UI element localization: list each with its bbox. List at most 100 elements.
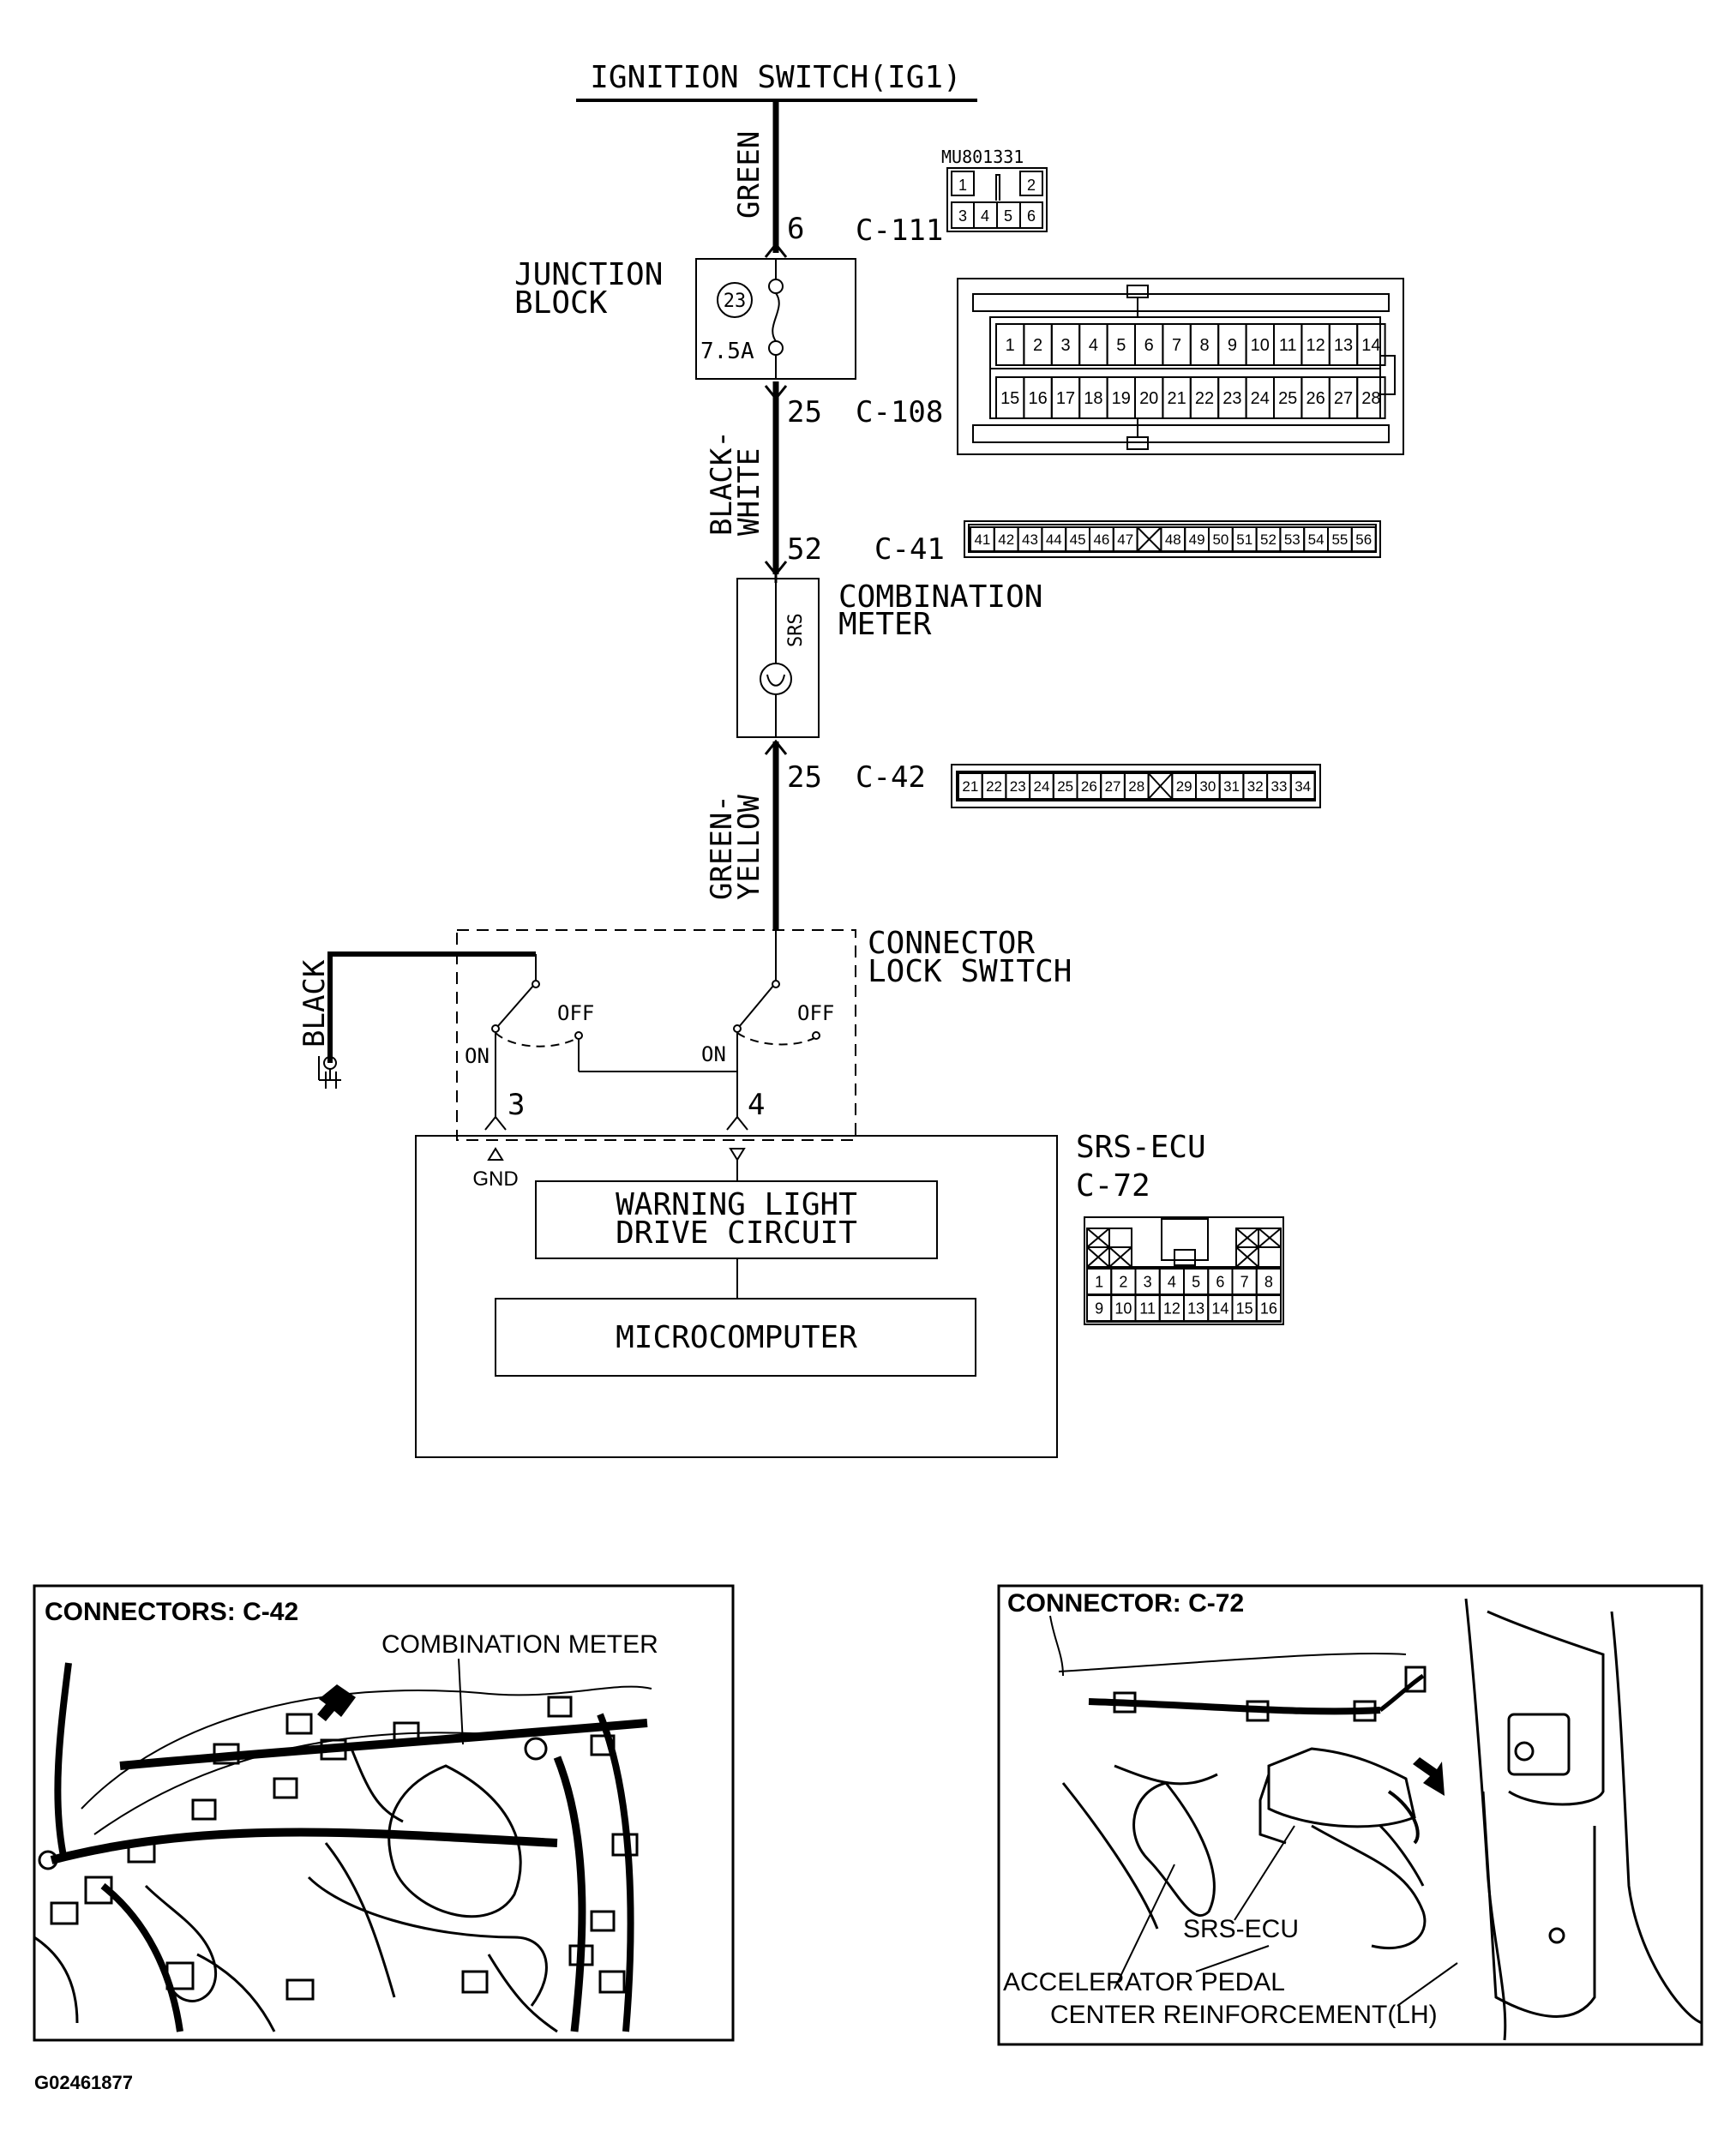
c41-pin-label: 49 — [1189, 531, 1205, 548]
c42-pin-label: 31 — [1223, 778, 1240, 795]
lock-switch-left — [491, 954, 583, 1119]
c108-cell — [1356, 376, 1386, 419]
c41-pin-label: 44 — [1046, 531, 1062, 548]
c111-cell: 2 — [1027, 177, 1036, 194]
c42-id: C-42 — [856, 760, 926, 795]
lock-switch-dashed-box — [456, 929, 856, 1141]
ground-icon — [318, 1056, 341, 1081]
c42-pin-label: 27 — [1105, 778, 1121, 795]
c41-pin-label: 53 — [1284, 531, 1300, 548]
c108-pin-label: 1 — [1006, 336, 1015, 355]
c42-pin-label: 22 — [986, 778, 1002, 795]
c41-pin-label: 52 — [1260, 531, 1276, 548]
srs-ecu-location-illustration — [1049, 1598, 1703, 2041]
srs-ecu-connector-label: C-72 — [1076, 1168, 1150, 1204]
fuse-number: 23 — [724, 291, 747, 312]
c108-pin-label: 15 — [1000, 389, 1019, 408]
c41-pin-label: 43 — [1022, 531, 1038, 548]
left-panel-callout: COMBINATION METER — [381, 1630, 658, 1659]
c108-pin-label: 17 — [1056, 389, 1075, 408]
c108-pin-label: 28 — [1361, 389, 1380, 408]
c108-pin-label: 22 — [1195, 389, 1214, 408]
c108-pin-label: 13 — [1334, 336, 1353, 355]
arrow-pointer-icon — [1413, 1757, 1445, 1796]
figure-id: G02461877 — [34, 2072, 133, 2093]
c72-pin-label: 7 — [1240, 1273, 1249, 1290]
c41-pin-label: 51 — [1236, 531, 1252, 548]
c72-pin-label: 12 — [1163, 1300, 1180, 1317]
wire-label-green-2: GREEN- — [705, 795, 739, 900]
c108-pin-label: 7 — [1172, 336, 1181, 355]
right-location-panel: CONNECTOR: C-72 — [997, 1584, 1703, 2046]
lock-switch-label-1: CONNECTOR — [868, 926, 1035, 961]
switch-on-label-left: ON — [465, 1044, 490, 1068]
fuse-number-circle — [717, 282, 753, 318]
c72-pin-label: 15 — [1236, 1300, 1253, 1317]
c108-pin-label: 12 — [1306, 336, 1325, 355]
c108-pin-marker — [764, 385, 788, 401]
c108-pin-label: 8 — [1199, 336, 1209, 355]
lock-pin-3: 3 — [508, 1088, 525, 1122]
microcomputer-label: MICROCOMPUTER — [616, 1320, 857, 1355]
junction-label-2: BLOCK — [514, 285, 608, 321]
srs-ecu-box — [415, 1135, 1058, 1458]
switch-off-label-right: OFF — [797, 1001, 834, 1025]
c108-pin-label: 25 — [1278, 389, 1297, 408]
warning-circuit-label-1: WARNING LIGHT — [616, 1187, 857, 1222]
c41-pin: 52 — [787, 532, 822, 567]
srs-label: SRS — [785, 613, 807, 647]
c72-pin-label: 8 — [1264, 1273, 1273, 1290]
c72-pin-label: 4 — [1168, 1273, 1176, 1290]
c41-cell — [1350, 526, 1377, 552]
c108-pin-label: 21 — [1167, 389, 1186, 408]
c111-cell: 6 — [1027, 207, 1036, 225]
microcomputer-box — [495, 1298, 976, 1377]
switch-on-label-right: ON — [701, 1042, 726, 1066]
c108-pin-label: 16 — [1028, 389, 1047, 408]
c72-pin-label: 10 — [1114, 1300, 1132, 1317]
switch-off-label-left: OFF — [557, 1001, 594, 1025]
lock-switch-right — [733, 930, 820, 1119]
c111-id: C-111 — [856, 213, 943, 248]
lock-pin3-marker — [484, 1115, 507, 1131]
c72-pin-label: 6 — [1216, 1273, 1224, 1290]
c41-pin-label: 46 — [1093, 531, 1109, 548]
c108-pin-label: 27 — [1334, 389, 1353, 408]
c42-pin-label: 28 — [1128, 778, 1144, 795]
c42-pin-label: 26 — [1081, 778, 1097, 795]
c42-pin-label: 21 — [962, 778, 978, 795]
left-location-panel: CONNECTORS: C-42 COMBINATION METER — [33, 1584, 735, 2042]
right-callout-center-reinforcement: CENTER REINFORCEMENT(LH) — [1050, 2001, 1438, 2029]
gnd-label: GND — [472, 1168, 518, 1191]
c72-pin-label: 11 — [1139, 1300, 1156, 1317]
c111-connector-face — [946, 167, 1048, 232]
c41-pin-label: 48 — [1165, 531, 1181, 548]
arrow-pointer-icon — [317, 1684, 356, 1721]
lock-pin-4: 4 — [748, 1088, 765, 1122]
c41-pin-label: 55 — [1331, 531, 1348, 548]
c111-cell: 4 — [981, 207, 989, 225]
c72-pin-label: 5 — [1192, 1273, 1200, 1290]
c108-pin-label: 24 — [1251, 389, 1270, 408]
lock-switch-label-2: LOCK SWITCH — [868, 954, 1072, 989]
c42-pin-label: 24 — [1033, 778, 1049, 795]
c72-pin-label: 14 — [1211, 1300, 1228, 1317]
fuse-symbol — [768, 259, 784, 379]
c111-part: MU801331 — [941, 147, 1024, 167]
lock-pin4-marker — [726, 1115, 748, 1131]
c42-pin-label: 30 — [1199, 778, 1216, 795]
c111-pin: 6 — [787, 212, 804, 246]
ignition-switch-label: IGNITION SWITCH(IG1) — [590, 60, 961, 95]
c108-pin-label: 9 — [1228, 336, 1237, 355]
c72-pin-label: 16 — [1260, 1300, 1277, 1317]
input-triangle-icon — [729, 1148, 746, 1162]
c108-pin-label: 3 — [1060, 336, 1070, 355]
c108-id: C-108 — [856, 395, 943, 429]
junction-label-1: JUNCTION — [514, 257, 663, 292]
c42-pin: 25 — [787, 760, 822, 795]
c111-cell: 1 — [958, 177, 967, 194]
